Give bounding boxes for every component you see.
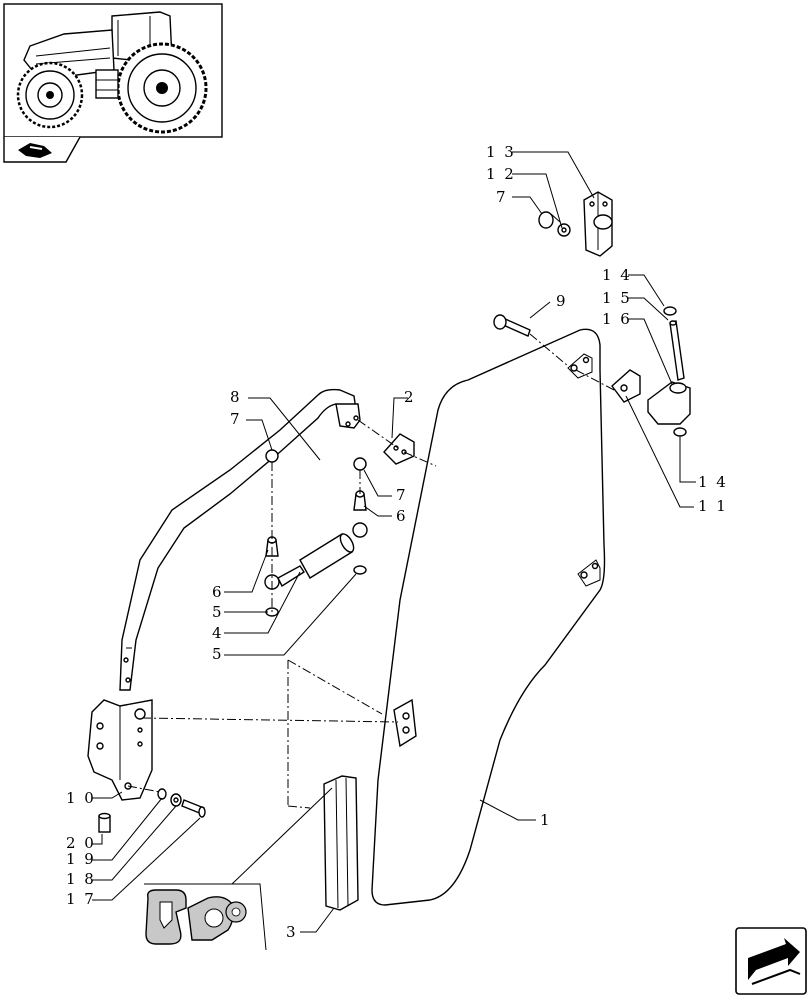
callout-13: 1 3 <box>486 143 516 161</box>
screw <box>493 314 531 337</box>
tractor-thumbnail-icon[interactable] <box>3 3 223 138</box>
callout-18: 1 8 <box>66 870 96 888</box>
door-handle-rail <box>119 388 361 691</box>
callout-4: 4 <box>212 624 224 642</box>
leader-lines <box>92 151 696 933</box>
callout-5: 5 <box>212 645 224 663</box>
callout-1: 1 <box>540 811 552 829</box>
callout-7: 7 <box>230 410 242 428</box>
seal-strip <box>323 775 359 911</box>
section-bookmark-icon[interactable] <box>3 136 81 163</box>
callout-19: 1 9 <box>66 850 96 868</box>
seal-profile-detail <box>144 883 267 951</box>
right-hinge-assembly <box>611 306 691 437</box>
callout-8: 8 <box>230 388 242 406</box>
callout-2: 2 <box>404 388 416 406</box>
callout-17: 1 7 <box>66 890 96 908</box>
callout-20: 2 0 <box>66 834 96 852</box>
callout-6: 6 <box>212 583 224 601</box>
door-glass-panel <box>371 328 606 906</box>
upper-hinge-assembly <box>538 191 613 257</box>
mounting-bracket <box>383 433 415 465</box>
gas-strut <box>264 522 368 590</box>
lower-hinge-bracket <box>87 699 153 801</box>
callout-15: 1 5 <box>602 289 632 307</box>
fastener-set <box>98 788 206 833</box>
callout-labels: 1 3 1 2 7 1 4 1 5 1 6 9 8 7 2 1 4 1 1 7 … <box>66 143 728 941</box>
callout-3: 3 <box>286 923 298 941</box>
assembly-lines <box>127 333 615 809</box>
callout-9: 9 <box>556 292 568 310</box>
callout-6: 6 <box>396 507 408 525</box>
next-page-arrow-icon[interactable] <box>735 927 807 995</box>
callout-14: 1 4 <box>602 266 632 284</box>
callout-5: 5 <box>212 603 224 621</box>
callout-14: 1 4 <box>698 473 728 491</box>
callout-16: 1 6 <box>602 310 632 328</box>
callout-7: 7 <box>496 188 508 206</box>
callout-11: 1 1 <box>698 497 728 515</box>
callout-7: 7 <box>396 486 408 504</box>
callout-10: 1 0 <box>66 789 96 807</box>
ball-stud-set <box>265 449 367 617</box>
callout-12: 1 2 <box>486 165 516 183</box>
